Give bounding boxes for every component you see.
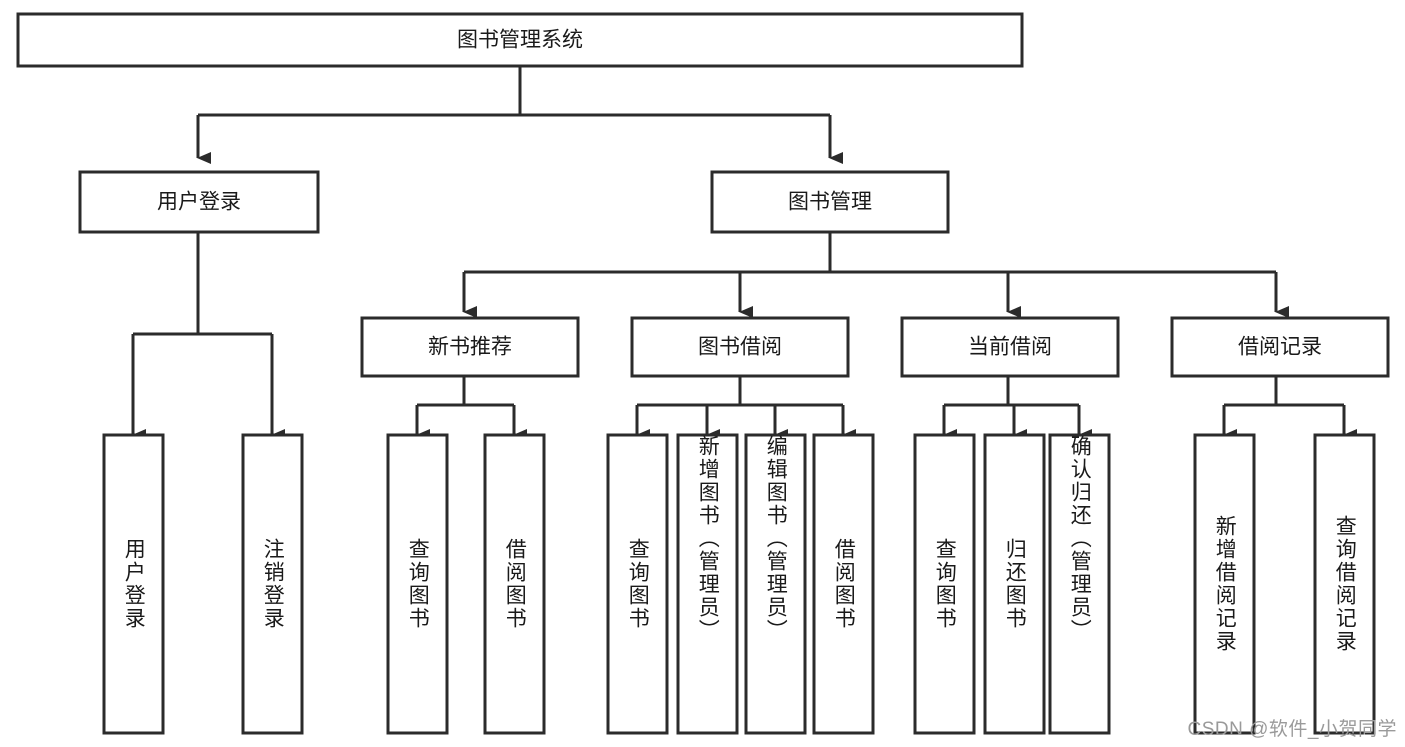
csdn-watermark: CSDN @软件_小贺同学 (1187, 719, 1397, 740)
node-leaf-query-book-1-box[interactable] (386, 433, 449, 735)
node-current-borrow[interactable]: 当前借阅 (900, 316, 1120, 378)
connector-group-book-manage (462, 232, 1289, 318)
connector-group-root (196, 66, 843, 164)
connector-group-borrow-record-leaves (1222, 376, 1357, 441)
node-user-login-box[interactable] (78, 170, 320, 234)
node-leaf-edit-book-box[interactable] (744, 433, 807, 735)
node-borrow-record-box[interactable] (1170, 316, 1390, 378)
node-leaf-borrow-book-2-box[interactable] (812, 433, 875, 735)
node-book-borrow-label: 图书借阅 (698, 336, 782, 359)
node-root-box[interactable] (16, 12, 1024, 68)
node-book-manage-label: 图书管理 (788, 191, 872, 214)
node-leaf-query-book-3-box[interactable] (913, 433, 976, 735)
node-user-login[interactable]: 用户登录 (78, 170, 320, 234)
node-new-book-recommend-label: 新书推荐 (428, 336, 512, 359)
node-user-login-label: 用户登录 (157, 191, 241, 214)
node-leaf-add-record-box[interactable] (1193, 433, 1256, 735)
node-leaf-borrow-book-1-box[interactable] (483, 433, 546, 735)
node-current-borrow-label: 当前借阅 (968, 336, 1052, 359)
node-book-manage[interactable]: 图书管理 (710, 170, 950, 234)
connector-group-current-borrow-leaves (942, 376, 1092, 441)
connector-group-user-login-leaves (131, 232, 285, 441)
node-leaf-return-book-box[interactable] (983, 433, 1046, 735)
node-book-borrow[interactable]: 图书借阅 (630, 316, 850, 378)
node-current-borrow-box[interactable] (900, 316, 1120, 378)
node-book-manage-box[interactable] (710, 170, 950, 234)
node-borrow-record[interactable]: 借阅记录 (1170, 316, 1390, 378)
node-leaf-add-book-box[interactable] (676, 433, 739, 735)
connector-group-new-book-recommend-leaves (415, 376, 527, 441)
node-leaf-logout-login-box[interactable] (241, 433, 304, 735)
node-leaf-user-login-box[interactable] (102, 433, 165, 735)
node-new-book-recommend[interactable]: 新书推荐 (360, 316, 580, 378)
node-leaf-confirm-return-box[interactable] (1048, 433, 1111, 735)
node-borrow-record-label: 借阅记录 (1238, 336, 1322, 359)
node-leaf-query-record-box[interactable] (1313, 433, 1376, 735)
node-root[interactable]: 图书管理系统 (16, 12, 1024, 68)
node-book-borrow-box[interactable] (630, 316, 850, 378)
connector-group-book-borrow-leaves (635, 376, 856, 441)
node-new-book-recommend-box[interactable] (360, 316, 580, 378)
node-root-label: 图书管理系统 (457, 29, 583, 52)
node-leaf-query-book-2-box[interactable] (606, 433, 669, 735)
